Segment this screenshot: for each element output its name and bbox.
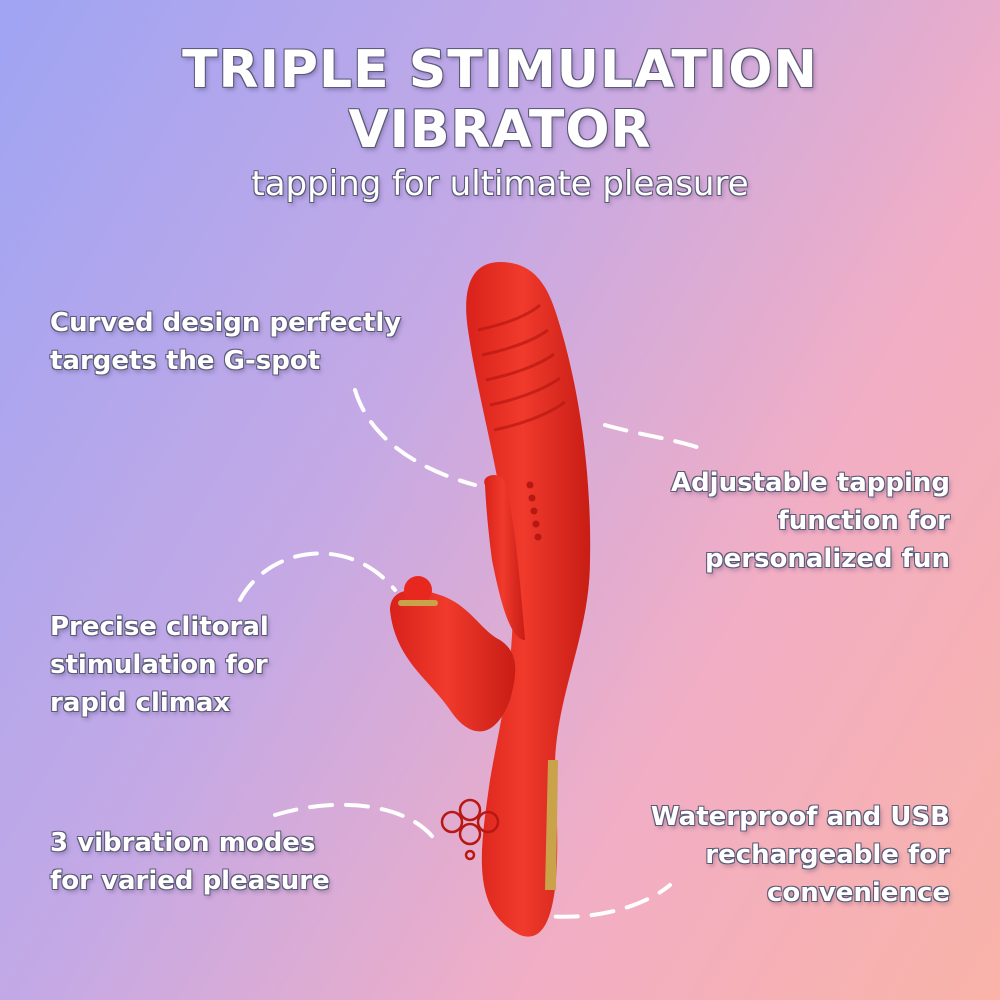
feature-clitoral-line-1: Precise clitoral xyxy=(50,612,269,642)
tapping-dots-icon xyxy=(526,481,542,541)
callout-line-modes xyxy=(273,802,437,842)
feature-clitoral-line-3: rapid climax xyxy=(50,688,231,718)
feature-clitoral: Precise clitoral stimulation for rapid c… xyxy=(50,608,269,722)
product-clitoral-arm xyxy=(390,590,516,732)
feature-vibration-modes: 3 vibration modes for varied pleasure xyxy=(50,824,330,900)
page-title: TRIPLE STIMULATION VIBRATOR xyxy=(0,40,1000,160)
feature-tapping-line-2: function for xyxy=(777,506,950,536)
feature-tapping-line-1: Adjustable tapping xyxy=(670,468,950,498)
feature-gspot-line-2: targets the G-spot xyxy=(50,346,321,376)
feature-waterproof: Waterproof and USB rechargeable for conv… xyxy=(620,798,950,912)
gold-ring xyxy=(398,600,438,606)
feature-waterproof-line-3: convenience xyxy=(767,878,950,908)
flower-button-icon xyxy=(440,798,500,861)
feature-gspot-line-1: Curved design perfectly xyxy=(50,308,402,338)
product-clitoral-tip xyxy=(404,576,432,604)
title-line-1: TRIPLE STIMULATION xyxy=(182,40,818,100)
page-subtitle: tapping for ultimate pleasure xyxy=(251,164,749,204)
callout-line-tapping xyxy=(603,423,707,452)
feature-waterproof-line-2: rechargeable for xyxy=(705,840,950,870)
feature-gspot: Curved design perfectly targets the G-sp… xyxy=(50,304,401,380)
feature-tapping-line-3: personalized fun xyxy=(704,544,950,574)
callout-line-clitoral xyxy=(238,551,397,602)
title-line-2: VIBRATOR xyxy=(348,100,652,160)
feature-modes-line-1: 3 vibration modes xyxy=(50,828,316,858)
feature-waterproof-line-1: Waterproof and USB xyxy=(650,802,950,832)
gold-strip xyxy=(545,760,558,890)
feature-modes-line-2: for varied pleasure xyxy=(50,866,330,896)
feature-clitoral-line-2: stimulation for xyxy=(50,650,268,680)
callout-line-gspot xyxy=(353,388,477,487)
feature-tapping: Adjustable tapping function for personal… xyxy=(670,464,950,578)
product-tapping-arm xyxy=(484,474,525,640)
product-shaft xyxy=(466,262,591,937)
